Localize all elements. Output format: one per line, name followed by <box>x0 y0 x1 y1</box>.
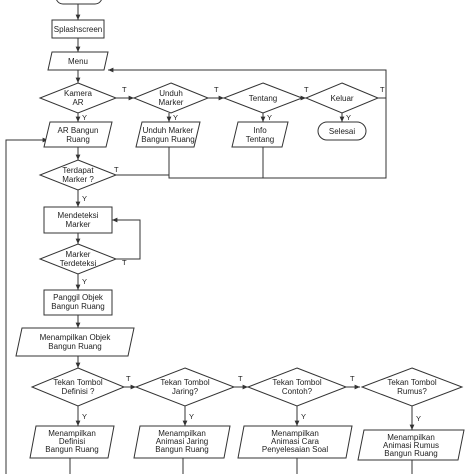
decision-keluar: Keluar <box>304 82 380 114</box>
svg-text:Animasi Rumus: Animasi Rumus <box>383 441 439 450</box>
svg-text:Menu: Menu <box>68 57 88 66</box>
decision-tekan-rumus: Tekan Tombol Rumus? <box>360 367 464 407</box>
start-terminal <box>56 0 102 5</box>
svg-text:Bangun Ruang: Bangun Ruang <box>48 342 101 351</box>
svg-text:AR Bangun: AR Bangun <box>58 126 99 135</box>
node-menampilkan-objek: Menampilkan Objek Bangun Ruang <box>15 327 135 357</box>
svg-text:Bangun Ruang: Bangun Ruang <box>141 135 194 144</box>
label-t1-yes: Y <box>82 412 87 421</box>
svg-text:Definisi: Definisi <box>59 437 85 446</box>
label-t1-no: T <box>126 374 131 383</box>
svg-text:Tentang: Tentang <box>249 94 277 103</box>
label-unduh-yes: Y <box>173 113 178 122</box>
svg-text:Terdeteksi: Terdeteksi <box>60 259 97 268</box>
svg-text:Marker: Marker <box>66 220 91 229</box>
terminal-selesai: Selesai <box>317 121 367 141</box>
svg-text:Tekan Tombol: Tekan Tombol <box>272 378 321 387</box>
label-t2-yes: Y <box>189 412 194 421</box>
svg-text:Ruang: Ruang <box>66 135 90 144</box>
svg-text:Penyelesaian Soal: Penyelesaian Soal <box>262 445 328 454</box>
svg-text:Menampilkan: Menampilkan <box>387 433 435 442</box>
node-menu: Menu <box>47 51 109 71</box>
svg-text:Selesai: Selesai <box>329 127 355 136</box>
label-tentang-yes: Y <box>267 113 272 122</box>
svg-text:Contoh?: Contoh? <box>282 387 313 396</box>
node-out-definisi: Menampilkan Definisi Bangun Ruang <box>29 425 115 459</box>
label-keluar-no: T <box>380 85 385 94</box>
label-tentang-no: T <box>304 85 309 94</box>
svg-text:Info: Info <box>253 126 267 135</box>
decision-tentang: Tentang <box>222 82 304 114</box>
svg-text:Terdapat: Terdapat <box>62 166 94 175</box>
decision-tekan-definisi: Tekan Tombol Definisi ? <box>30 367 126 407</box>
edge-unduh-return <box>168 98 387 179</box>
decision-tekan-contoh: Tekan Tombol Contoh? <box>246 367 348 407</box>
svg-text:Tekan Tombol: Tekan Tombol <box>53 378 102 387</box>
node-out-jaring: Menampilkan Animasi Jaring Bangun Ruang <box>133 425 231 459</box>
label-keluar-yes: Y <box>346 113 351 122</box>
label-t4-yes: Y <box>416 414 421 423</box>
node-unduh-marker-output: Unduh Marker Bangun Ruang <box>135 121 201 148</box>
svg-text:Kamera: Kamera <box>64 89 93 98</box>
svg-text:AR: AR <box>72 98 83 107</box>
label-unduh-no: T <box>214 85 219 94</box>
svg-text:Mendeteksi: Mendeteksi <box>58 211 99 220</box>
edges <box>5 4 415 474</box>
edge-labels: T T T T Y Y Y Y T Y T Y T T T Y Y Y Y <box>82 85 421 423</box>
edge-terdeteksi-loop <box>112 217 141 260</box>
svg-text:Splashscreen: Splashscreen <box>54 25 102 34</box>
node-splashscreen: Splashscreen <box>51 19 105 39</box>
node-info-tentang: Info Tentang <box>231 121 289 148</box>
node-out-penyelesaian: Menampilkan Animasi Cara Penyelesaian So… <box>237 425 353 459</box>
svg-text:Marker ?: Marker ? <box>62 175 94 184</box>
svg-text:Rumus?: Rumus? <box>397 387 427 396</box>
svg-text:Menampilkan Objek: Menampilkan Objek <box>40 333 112 342</box>
label-kamera-no: T <box>122 85 127 94</box>
svg-text:Menampilkan: Menampilkan <box>48 429 96 438</box>
svg-text:Tentang: Tentang <box>246 135 274 144</box>
node-out-rumus: Menampilkan Animasi Rumus Bangun Ruang <box>357 429 465 461</box>
svg-text:Bangun Ruang: Bangun Ruang <box>45 445 98 454</box>
label-terdapat-no: T <box>114 165 119 174</box>
svg-text:Animasi Cara: Animasi Cara <box>271 437 320 446</box>
svg-text:Unduh Marker: Unduh Marker <box>143 126 194 135</box>
label-terdeteksi-yes: Y <box>82 277 87 286</box>
svg-text:Panggil Objek: Panggil Objek <box>53 293 104 302</box>
svg-text:Menampilkan: Menampilkan <box>158 429 206 438</box>
svg-text:Unduh: Unduh <box>159 89 183 98</box>
decision-kamera-ar: Kamera AR <box>38 82 118 114</box>
edge-left-return-ar <box>5 137 48 474</box>
svg-text:Marker: Marker <box>159 98 184 107</box>
label-terdapat-yes: Y <box>82 194 87 203</box>
svg-text:Tekan Tombol: Tekan Tombol <box>160 378 209 387</box>
label-t3-yes: Y <box>301 412 306 421</box>
decision-terdapat-marker: Terdapat Marker ? <box>38 159 118 191</box>
decision-tekan-jaring: Tekan Tombol Jaring? <box>134 367 236 407</box>
svg-text:Bangun Ruang: Bangun Ruang <box>384 449 437 458</box>
svg-text:Marker: Marker <box>66 250 91 259</box>
decision-unduh-marker: Unduh Marker <box>132 82 210 114</box>
label-t2-no: T <box>238 374 243 383</box>
decision-marker-terdeteksi: Marker Terdeteksi <box>38 243 118 275</box>
node-ar-bangun-ruang: AR Bangun Ruang <box>43 121 113 148</box>
svg-text:Tekan Tombol: Tekan Tombol <box>387 378 436 387</box>
svg-text:Animasi Jaring: Animasi Jaring <box>156 437 208 446</box>
label-kamera-yes: Y <box>82 113 87 122</box>
label-t3-no: T <box>350 374 355 383</box>
svg-text:Jaring?: Jaring? <box>172 387 199 396</box>
svg-text:Definisi ?: Definisi ? <box>62 387 95 396</box>
svg-text:Keluar: Keluar <box>330 94 353 103</box>
edge-keluar-loop-menu <box>108 67 387 99</box>
node-panggil-objek: Panggil Objek Bangun Ruang <box>43 289 113 316</box>
label-terdeteksi-no: T <box>122 258 127 267</box>
svg-text:Menampilkan: Menampilkan <box>271 429 319 438</box>
svg-text:Bangun Ruang: Bangun Ruang <box>155 445 208 454</box>
svg-text:Bangun Ruang: Bangun Ruang <box>51 302 104 311</box>
node-mendeteksi-marker: Mendeteksi Marker <box>43 206 113 234</box>
